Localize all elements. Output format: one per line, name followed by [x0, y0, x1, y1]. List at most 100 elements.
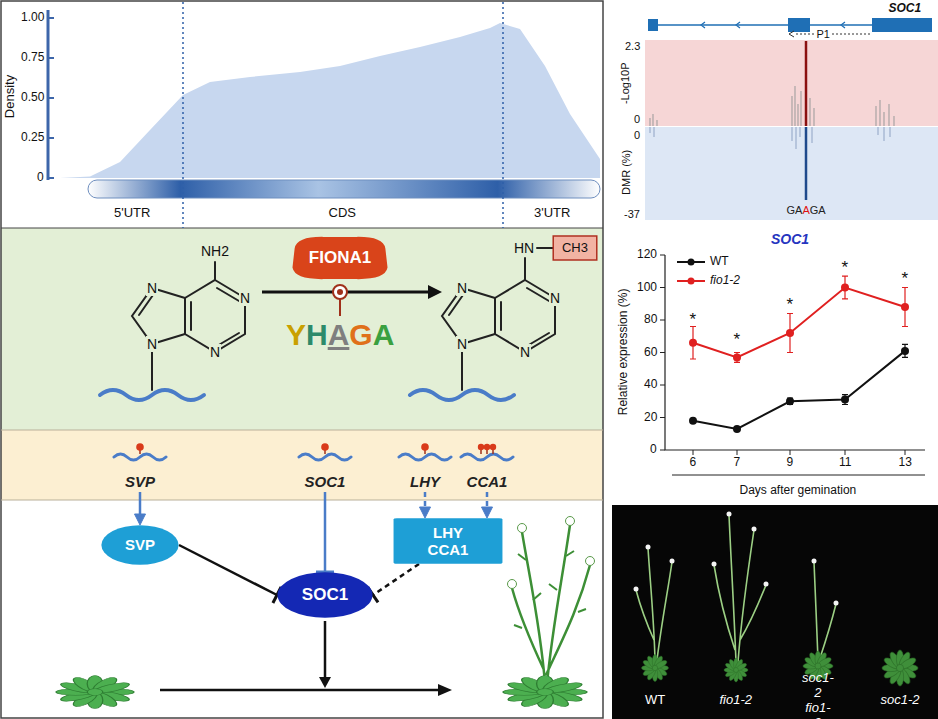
arrowhead [420, 507, 431, 518]
region-label: CDS [329, 206, 356, 221]
mrna-label: LHY [396, 441, 454, 491]
axis-tick: 0.25 [21, 131, 44, 145]
m6a-mark [136, 443, 144, 454]
node-text: SVP [125, 536, 155, 553]
ellipse-outline [101, 525, 178, 565]
methyladenosine-structure [537, 247, 553, 249]
reaction-arrow [262, 285, 442, 316]
mrna-label: SOC1 [295, 441, 355, 491]
flowering-plant [514, 551, 586, 628]
density-plot [47, 10, 50, 180]
m6a-mark [490, 444, 496, 454]
adenosine-structure [185, 280, 245, 352]
m6a-dot [421, 443, 429, 451]
letter: A [795, 204, 802, 216]
line-chart [672, 475, 925, 476]
axis-tick: 9 [787, 456, 794, 470]
panel-frame [1, 500, 603, 501]
density-plot [60, 23, 600, 178]
connector-line [486, 492, 489, 508]
plant-photo [712, 562, 717, 567]
connector-line [373, 564, 419, 595]
plant-photo [724, 658, 748, 682]
atom-label: N [146, 280, 158, 296]
significance-mark: * [690, 310, 697, 330]
region-label: 3'UTR [534, 206, 570, 221]
plant-photo [727, 512, 732, 517]
line-chart [841, 284, 849, 292]
enzyme-outline [292, 237, 387, 279]
plant-photo [812, 559, 817, 564]
legend-sample [676, 275, 706, 287]
mrna-icon [395, 441, 455, 463]
methyladenosine-structure [410, 248, 555, 400]
legend-marker [688, 258, 695, 265]
legend-text: WT [710, 255, 729, 269]
panel-frame [1, 1, 603, 718]
letter: A [802, 204, 809, 216]
reaction-arrow [337, 289, 343, 295]
atom-label: HN [513, 240, 535, 256]
line-chart [660, 255, 925, 475]
m6a-dot [321, 443, 329, 451]
axis-tick: -37 [624, 208, 640, 221]
legend-text: fio1-2 [710, 274, 740, 288]
connector [368, 564, 419, 602]
m6a-dot [490, 444, 496, 450]
letter: A [818, 204, 825, 216]
m6a-dot [478, 444, 484, 450]
line-chart [689, 284, 909, 362]
plant-photo [764, 582, 769, 587]
connector [482, 492, 493, 518]
flowering-plant [503, 517, 595, 709]
m6a-dot [136, 443, 144, 451]
line-chart [689, 417, 697, 425]
m6a-mark [484, 444, 490, 454]
axis-tick: 100 [637, 281, 657, 295]
line-chart [841, 396, 849, 404]
flowering-plant [512, 525, 590, 684]
mrna-label: CCA1 [458, 441, 516, 491]
methylation-track [645, 40, 938, 126]
atom-label: N [146, 336, 158, 352]
protein-ellipse: SOC1 [277, 572, 373, 618]
arrowhead [135, 514, 146, 525]
chart-title: SOC1 [771, 231, 809, 247]
gene-model [701, 22, 845, 28]
genotype-label: soc1-2 [881, 693, 920, 708]
panel-frame [1, 228, 603, 430]
legend-sample [676, 256, 706, 268]
protein-ellipse: SVP [101, 525, 179, 565]
line-chart [689, 339, 697, 347]
legend-marker [688, 277, 695, 284]
node-text: LHY [410, 473, 440, 490]
atom-label: NH2 [200, 243, 230, 259]
node-text: FIONA1 [309, 248, 371, 268]
axis-tick: 80 [644, 313, 657, 327]
gene-model [648, 18, 932, 37]
significance-mark: * [734, 330, 741, 350]
line-chart [786, 397, 794, 405]
panel-frame [1, 228, 603, 229]
mrna-icon [457, 441, 517, 463]
axis-tick: 0 [37, 171, 44, 185]
axis-tick: 40 [644, 378, 657, 392]
line-chart [665, 255, 925, 450]
axis-tick: 1.00 [21, 11, 44, 25]
axis-tick: 0 [650, 443, 657, 457]
methyladenosine-structure [495, 280, 555, 352]
reaction-arrow [428, 285, 442, 299]
adenosine-structure [100, 262, 245, 400]
arrowhead [482, 507, 493, 518]
panel-frame [1, 1, 603, 718]
plant-photo [814, 562, 836, 660]
atom-label: N [456, 280, 468, 296]
plant-photo [670, 559, 675, 564]
line-chart [690, 344, 908, 430]
mrna-strand [461, 454, 513, 460]
axis-tick: 120 [637, 248, 657, 262]
plant-photo [636, 548, 672, 660]
line-chart [689, 347, 909, 433]
